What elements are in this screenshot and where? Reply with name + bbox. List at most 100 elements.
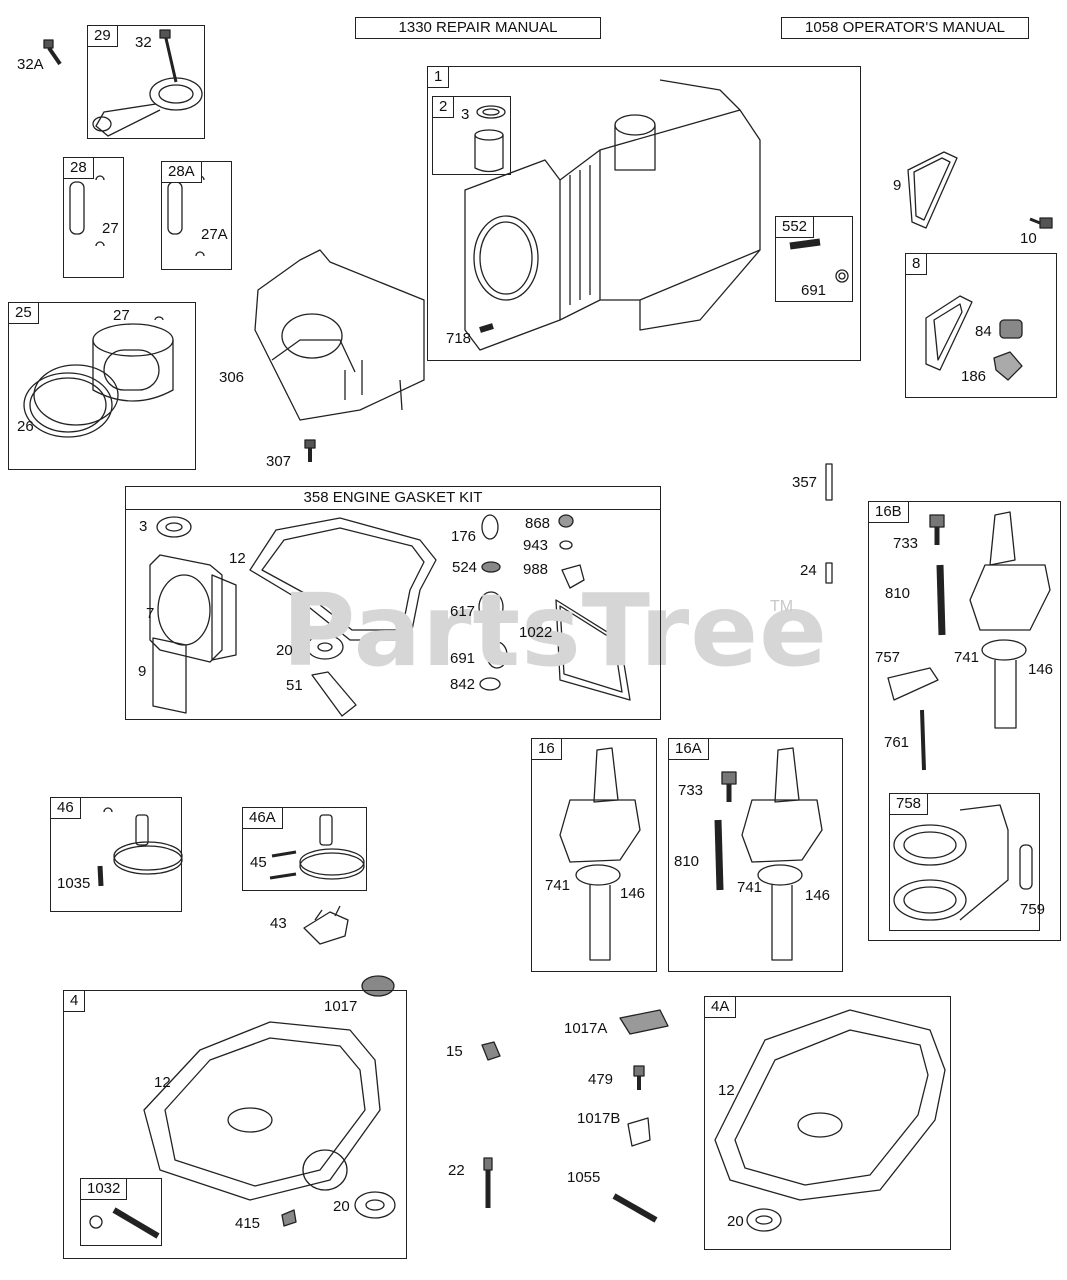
operator-manual-box[interactable]: 1058 OPERATOR'S MANUAL [781,17,1029,39]
callout-1017b[interactable]: 1017B [577,1110,621,1127]
callout-1017a[interactable]: 1017A [564,1020,608,1037]
callout-kit-9[interactable]: 9 [138,663,147,680]
trademark-mark: TM [770,598,794,615]
callout-32[interactable]: 32 [135,34,152,51]
group-4[interactable]: 4 [63,990,407,1259]
callout-22[interactable]: 22 [448,1162,465,1179]
callout-kit-3[interactable]: 3 [139,518,148,535]
callout-186[interactable]: 186 [961,368,987,385]
callout-16a-733[interactable]: 733 [678,782,704,799]
group-46[interactable]: 46 [50,797,182,912]
group-8[interactable]: 8 [905,253,1057,398]
callout-4-415[interactable]: 415 [235,1215,261,1232]
callout-kit-7[interactable]: 7 [146,605,155,622]
callout-27[interactable]: 27 [102,220,119,237]
callout-kit-20[interactable]: 20 [276,642,293,659]
callout-16b-761[interactable]: 761 [884,734,910,751]
callout-4-20[interactable]: 20 [333,1198,350,1215]
screw-307-icon [304,439,316,462]
callout-758-759[interactable]: 759 [1020,901,1046,918]
repair-manual-box[interactable]: 1330 REPAIR MANUAL [355,17,601,39]
callout-4-1017[interactable]: 1017 [324,998,358,1015]
group-28[interactable]: 28 [63,157,124,278]
callout-26[interactable]: 26 [17,418,34,435]
group-1032-tag: 1032 [80,1178,128,1200]
callout-kit-1022[interactable]: 1022 [519,624,553,641]
gasket-kit-title: 358 ENGINE GASKET KIT [126,487,660,510]
callout-16-741[interactable]: 741 [545,877,571,894]
callout-4-12[interactable]: 12 [154,1074,171,1091]
callout-307[interactable]: 307 [266,453,292,470]
callout-3[interactable]: 3 [461,106,470,123]
group-16b[interactable]: 16B [868,501,1061,941]
callout-16b-741[interactable]: 741 [954,649,980,666]
callout-306[interactable]: 306 [219,369,245,386]
callout-kit-842[interactable]: 842 [450,676,476,693]
callout-84[interactable]: 84 [975,323,992,340]
group-1[interactable]: 1 [427,66,861,361]
callout-9[interactable]: 9 [893,177,902,194]
callout-15[interactable]: 15 [446,1043,463,1060]
group-28a-tag: 28A [161,161,202,183]
callout-27-piston[interactable]: 27 [113,307,130,324]
callout-kit-51[interactable]: 51 [286,677,303,694]
group-2[interactable]: 2 [432,96,511,175]
callout-16-146[interactable]: 146 [620,885,646,902]
callout-kit-176[interactable]: 176 [451,528,477,545]
callout-16a-741[interactable]: 741 [737,879,763,896]
group-25-tag: 25 [8,302,39,324]
callout-691[interactable]: 691 [801,282,827,299]
group-25[interactable]: 25 [8,302,196,470]
group-758[interactable]: 758 [889,793,1040,931]
group-28a[interactable]: 28A [161,161,232,270]
callout-kit-617[interactable]: 617 [450,603,476,620]
group-552[interactable]: 552 [775,216,853,302]
callout-718[interactable]: 718 [446,330,472,347]
callout-357[interactable]: 357 [792,474,818,491]
crankshaft-16b-icon [887,511,1051,771]
callout-4a-12[interactable]: 12 [718,1082,735,1099]
callout-45[interactable]: 45 [250,854,267,871]
callout-24[interactable]: 24 [800,562,817,579]
group-16a[interactable]: 16A [668,738,843,972]
balancer-icon [893,804,1033,921]
group-29[interactable]: 29 [87,25,205,139]
gasket-kit-box[interactable]: 358 ENGINE GASKET KIT [125,486,661,720]
gasket-kit-parts-icon [149,514,631,717]
callout-4a-20[interactable]: 20 [727,1213,744,1230]
key-357-icon [825,463,833,501]
callout-kit-943[interactable]: 943 [523,537,549,554]
group-1032[interactable]: 1032 [80,1178,162,1246]
callout-kit-12[interactable]: 12 [229,550,246,567]
callout-32a[interactable]: 32A [17,56,44,73]
callout-16b-757[interactable]: 757 [875,649,901,666]
callout-479[interactable]: 479 [588,1071,614,1088]
callout-16a-810[interactable]: 810 [674,853,700,870]
group-16[interactable]: 16 [531,738,657,972]
callout-10[interactable]: 10 [1020,230,1037,247]
callout-16b-733[interactable]: 733 [893,535,919,552]
group-16-tag: 16 [531,738,562,760]
callout-16a-146[interactable]: 146 [805,887,831,904]
sleeve-icon [474,105,506,173]
breather-gasket-icon [907,151,958,229]
callout-kit-988[interactable]: 988 [523,561,549,578]
callout-16b-810[interactable]: 810 [885,585,911,602]
callout-16b-146[interactable]: 146 [1028,661,1054,678]
callout-27a[interactable]: 27A [201,226,228,243]
misc-hardware-icon [481,1009,669,1223]
governor-icon [303,905,349,945]
callout-43[interactable]: 43 [270,915,287,932]
group-46a[interactable]: 46A [242,807,367,891]
callout-1055[interactable]: 1055 [567,1169,601,1186]
camshaft-46a-icon [269,814,365,880]
callout-1035[interactable]: 1035 [57,875,91,892]
callout-kit-524[interactable]: 524 [452,559,478,576]
callout-kit-691[interactable]: 691 [450,650,476,667]
group-4a[interactable]: 4A [704,996,951,1250]
screw-10-icon [1029,217,1053,229]
group-758-tag: 758 [889,793,929,815]
key-24-icon [825,562,833,584]
callout-kit-868[interactable]: 868 [525,515,551,532]
